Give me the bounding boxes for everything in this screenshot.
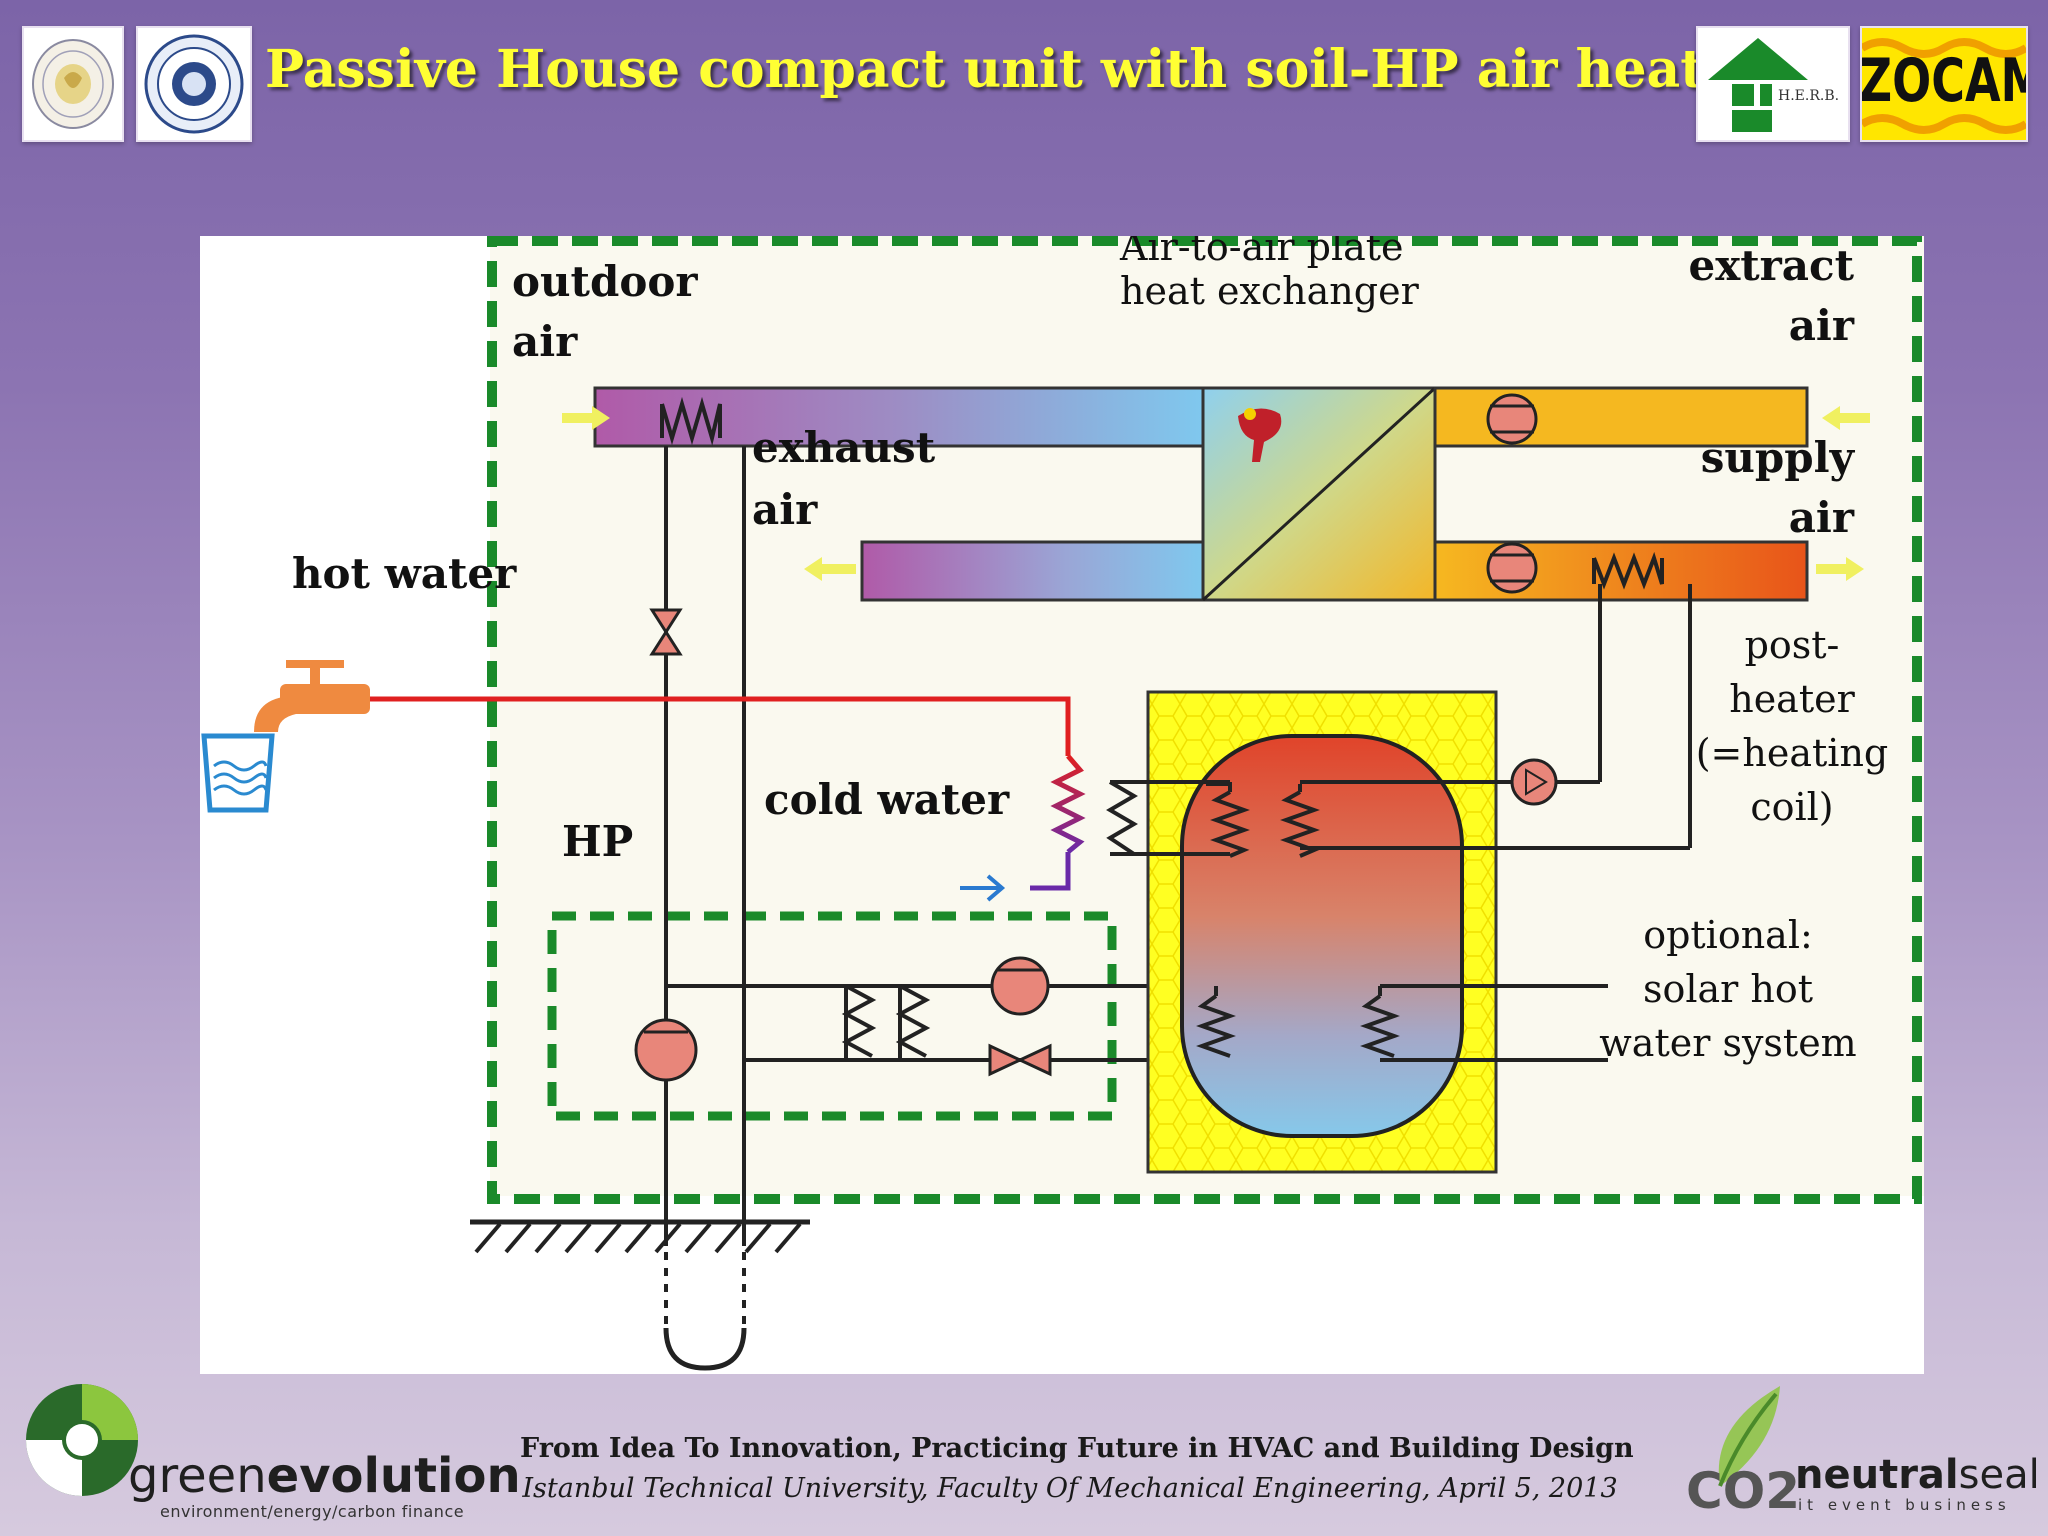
label-outdoor-air-2: air — [512, 317, 578, 366]
label-outdoor-air-1: outdoor — [512, 257, 698, 306]
label-supply-air-1: supply — [1701, 433, 1856, 482]
label-extract-air-1: extract — [1689, 241, 1855, 290]
house-icon: H.E.R.B. — [1708, 38, 1839, 132]
neutralseal-bold: neutral — [1795, 1452, 1959, 1498]
exhaust-air-duct — [860, 540, 1205, 602]
label-heat-exchanger-2: heat exchanger — [1120, 269, 1420, 313]
greenevolution-bold: evolution — [266, 1448, 521, 1504]
diagram-panel: outdoor air Air-to-air plate heat exchan… — [200, 225, 1924, 1374]
label-exhaust-air-1: exhaust — [752, 423, 936, 472]
label-hp: HP — [562, 817, 633, 866]
dhw-coil-icon — [1050, 754, 1086, 854]
compact-unit-diagram: outdoor air Air-to-air plate heat exchan… — [201, 225, 1924, 1371]
seal-icon — [144, 34, 244, 134]
greenevolution-tagline: environment/energy/carbon finance — [160, 1502, 465, 1521]
water-glass-icon — [201, 733, 275, 813]
greenevolution-mark-icon — [26, 1384, 138, 1496]
heating-pump-icon — [1510, 758, 1558, 806]
label-optional-3: water system — [1599, 1021, 1856, 1065]
label-exhaust-air-2: air — [752, 485, 818, 534]
label-hot-water: hot water — [292, 549, 517, 598]
footer-event-title: From Idea To Innovation, Practicing Futu… — [520, 1433, 1634, 1464]
evaporator-coil-icon — [660, 396, 722, 446]
co2-text: CO2 — [1686, 1462, 1800, 1516]
cold-water-pipe — [1030, 852, 1071, 891]
label-post-heater-2: heater — [1729, 677, 1855, 721]
post-heater-coil-icon — [1592, 551, 1664, 590]
faucet-icon — [254, 660, 370, 732]
condenser-coil-icon-2 — [895, 984, 931, 1058]
expansion-valve-icon — [649, 608, 683, 656]
supply-fan-icon — [1486, 542, 1538, 594]
neutralseal-tagline: it event business — [1798, 1496, 2011, 1514]
tank-coil-hp-icon — [1196, 986, 1236, 1058]
label-optional-1: optional: — [1643, 913, 1813, 957]
compressor-icon — [634, 1018, 698, 1082]
university-seal-logo-2 — [136, 26, 252, 142]
manufacturer-mark-icon — [1238, 408, 1282, 462]
label-optional-2: solar hot — [1643, 967, 1813, 1011]
label-extract-air-2: air — [1789, 301, 1855, 350]
label-cold-water: cold water — [764, 775, 1010, 824]
izocam-text: İZOCAM — [1862, 45, 2026, 116]
slide-title: Passive House compact unit with soil-HP … — [265, 39, 1799, 100]
hp-valve-icon — [988, 1043, 1052, 1077]
label-post-heater-3: (=heating — [1696, 731, 1889, 775]
university-seal-logo-1 — [22, 26, 124, 142]
hot-water-pipe — [368, 696, 1071, 756]
izocam-mark-icon: İZOCAM — [1842, 38, 2046, 134]
seal-icon — [32, 39, 114, 129]
footer-event-venue: Istanbul Technical University, Faculty O… — [522, 1473, 1618, 1504]
supply-air-arrow-icon — [1816, 557, 1864, 581]
unit-boundary — [487, 236, 1922, 1204]
izocam-logo: İZOCAM — [1842, 26, 2046, 142]
condenser-coil-icon — [841, 984, 877, 1058]
herb-text: H.E.R.B. — [1778, 88, 1839, 104]
neutralseal-light: seal — [1958, 1452, 2040, 1498]
hp-boundary — [547, 911, 1117, 1121]
hx-diagonal — [1201, 386, 1437, 602]
ground-loop-icon — [663, 1327, 747, 1371]
dhw-heat-exchanger-icon — [1106, 780, 1138, 856]
ground-hatch — [474, 1222, 802, 1254]
label-heat-exchanger-1: Air-to-air plate — [1119, 236, 1404, 269]
extract-fan-icon — [1486, 393, 1538, 445]
label-supply-air-2: air — [1789, 493, 1855, 542]
hp-pump-icon — [990, 956, 1050, 1016]
cold-water-arrow-icon — [960, 874, 1006, 902]
extract-air-arrow-icon — [1822, 406, 1870, 430]
label-post-heater-4: coil) — [1750, 785, 1833, 829]
label-post-heater-1: post- — [1745, 623, 1840, 667]
greenevolution-light: green — [128, 1448, 267, 1504]
exhaust-air-arrow-icon — [804, 557, 856, 581]
leaf-icon: CO2 — [1686, 1386, 1800, 1516]
outdoor-air-arrow-icon — [562, 406, 610, 430]
herb-logo: H.E.R.B. — [1696, 26, 1850, 142]
